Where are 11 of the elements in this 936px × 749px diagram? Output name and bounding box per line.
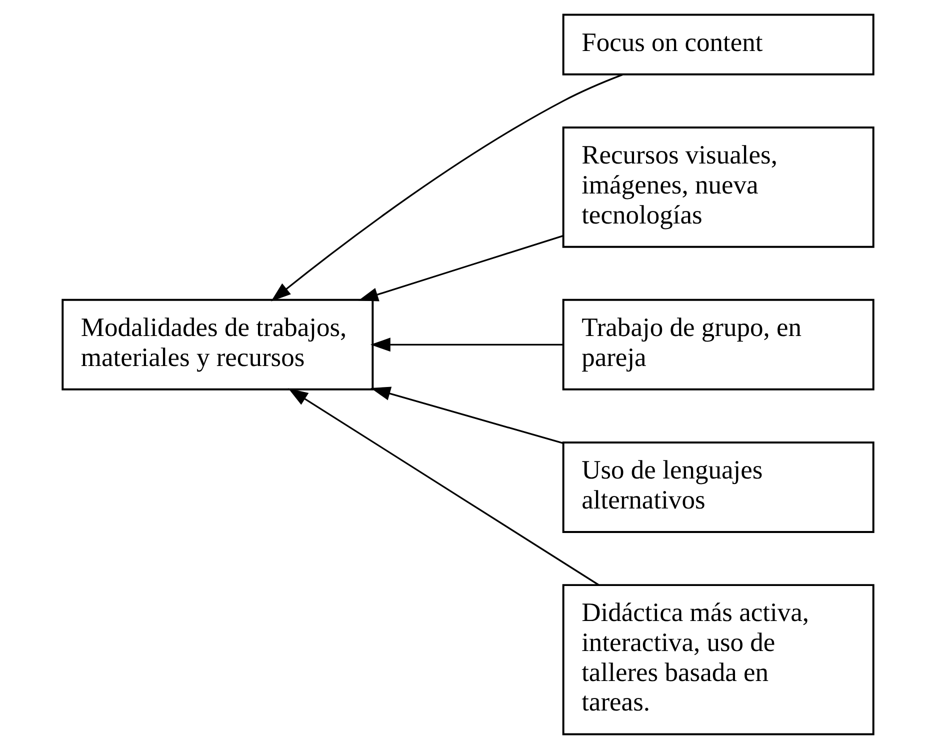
- node-box: Modalidades de trabajos, materiales y recursos: [62, 298, 374, 390]
- node-box: Recursos visuales, imágenes, nueva tecnologías: [562, 126, 874, 248]
- node-box: Didáctica más activa, interactiva, uso de talleres basada en tareas.: [562, 584, 874, 736]
- node-box: Uso de lenguajes alternativos: [562, 441, 874, 533]
- arrow: [370, 338, 563, 352]
- node-box: Focus on content: [562, 14, 874, 76]
- arrow: [271, 74, 623, 302]
- arrow: [288, 388, 600, 586]
- arrow: [370, 386, 563, 444]
- node-box: Trabajo de grupo, en pareja: [562, 298, 874, 390]
- arrow: [358, 235, 563, 302]
